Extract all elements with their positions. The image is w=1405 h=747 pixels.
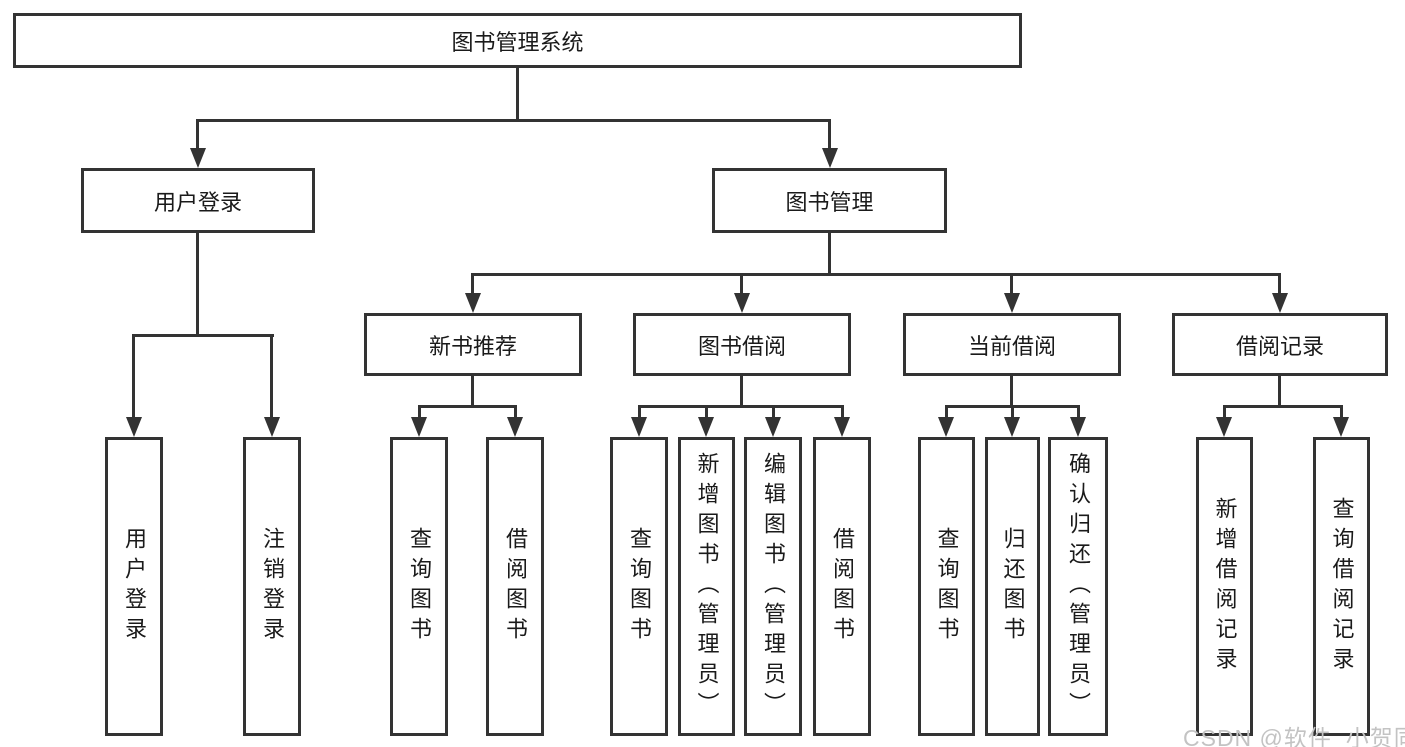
arrowhead-leaf — [765, 417, 781, 437]
arrowhead-leaf — [507, 417, 523, 437]
node-book-borrow: 图书借阅 — [633, 313, 851, 376]
arrowhead-leaf-logout — [264, 417, 280, 437]
arrowhead-leaf — [631, 417, 647, 437]
connector-drop — [418, 405, 421, 419]
leaf-confirm-return-admin: 确认归还（管理员） — [1048, 437, 1108, 736]
arrowhead-leaf — [1216, 417, 1232, 437]
arrowhead-leaf — [834, 417, 850, 437]
node-book-management: 图书管理 — [712, 168, 947, 233]
arrowhead-leaf — [1004, 417, 1020, 437]
arrowhead-leaf — [411, 417, 427, 437]
node-borrow-record-label: 借阅记录 — [1235, 333, 1324, 359]
arrowhead-leaf-user-login — [126, 417, 142, 437]
arrowhead-book-borrow — [734, 293, 750, 313]
connector-drop — [945, 405, 948, 419]
arrowhead-current-borrow — [1004, 293, 1020, 313]
connector-mgmt-stem — [828, 233, 831, 276]
connector-root-stem — [516, 68, 519, 122]
node-user-login: 用户登录 — [81, 168, 315, 233]
connector-recommend-branch — [418, 405, 517, 408]
connector-drop — [638, 405, 641, 419]
connector-root-branch — [196, 119, 831, 122]
node-borrow-record: 借阅记录 — [1172, 313, 1388, 376]
connector-mgmt-drop-3 — [1010, 273, 1013, 295]
connector-borrow-stem — [740, 376, 743, 408]
connector-drop — [1340, 405, 1343, 419]
node-book-management-label: 图书管理 — [785, 189, 874, 215]
connector-drop — [772, 405, 775, 419]
connector-current-stem — [1010, 376, 1013, 408]
connector-user-stem — [196, 233, 199, 337]
connector-drop — [1223, 405, 1226, 419]
node-user-login-label: 用户登录 — [153, 189, 242, 215]
node-current-borrow: 当前借阅 — [903, 313, 1121, 376]
leaf-logout: 注销登录 — [243, 437, 301, 736]
leaf-edit-book-admin: 编辑图书（管理员） — [744, 437, 802, 736]
connector-drop — [705, 405, 708, 419]
connector-record-branch — [1223, 405, 1343, 408]
leaf-query-books-current: 查询图书 — [918, 437, 975, 736]
node-book-borrow-label: 图书借阅 — [697, 333, 786, 359]
arrowhead-new-book-recommend — [465, 293, 481, 313]
connector-mgmt-drop-4 — [1278, 273, 1281, 295]
connector-user-drop-1 — [132, 334, 135, 417]
leaf-borrow-books-2: 借阅图书 — [813, 437, 871, 736]
connector-user-drop-2 — [270, 334, 273, 417]
arrowhead-user-login — [190, 148, 206, 168]
arrowhead-book-management — [822, 148, 838, 168]
node-current-borrow-label: 当前借阅 — [967, 333, 1056, 359]
connector-record-stem — [1278, 376, 1281, 408]
arrowhead-leaf — [1333, 417, 1349, 437]
connector-drop — [841, 405, 844, 419]
node-root: 图书管理系统 — [13, 13, 1022, 68]
node-new-book-recommend: 新书推荐 — [364, 313, 582, 376]
connector-user-branch — [133, 334, 274, 337]
leaf-add-borrow-record: 新增借阅记录 — [1196, 437, 1253, 736]
arrowhead-leaf — [938, 417, 954, 437]
connector-drop — [1011, 405, 1014, 419]
connector-mgmt-branch — [471, 273, 1281, 276]
node-new-book-recommend-label: 新书推荐 — [428, 333, 517, 359]
connector-mgmt-drop-2 — [740, 273, 743, 295]
connector-drop-mgmt — [828, 119, 831, 150]
arrowhead-leaf — [1070, 417, 1086, 437]
arrowhead-borrow-record — [1272, 293, 1288, 313]
leaf-user-login: 用户登录 — [105, 437, 163, 736]
leaf-query-borrow-record: 查询借阅记录 — [1313, 437, 1370, 736]
connector-mgmt-drop-1 — [471, 273, 474, 295]
arrowhead-leaf — [698, 417, 714, 437]
connector-drop-user — [196, 119, 199, 150]
leaf-query-books-recommend: 查询图书 — [390, 437, 448, 736]
leaf-borrow-books-recommend: 借阅图书 — [486, 437, 544, 736]
node-root-label: 图书管理系统 — [451, 29, 584, 55]
connector-drop — [1077, 405, 1080, 419]
connector-borrow-branch — [638, 405, 844, 408]
leaf-query-books-borrow: 查询图书 — [610, 437, 668, 736]
connector-drop — [514, 405, 517, 419]
leaf-add-book-admin: 新增图书（管理员） — [678, 437, 735, 736]
csdn-watermark: CSDN @软件_小贺同学 — [1183, 725, 1405, 747]
leaf-return-book: 归还图书 — [985, 437, 1040, 736]
connector-recommend-stem — [471, 376, 474, 408]
